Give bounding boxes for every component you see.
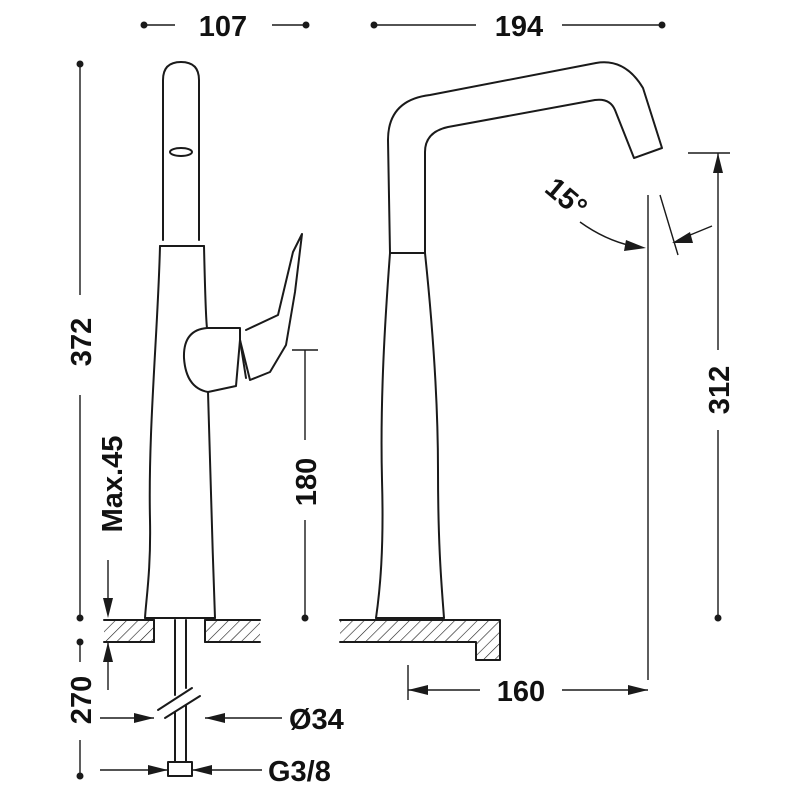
dim-max45-label: Max.45 — [97, 436, 129, 533]
dim-372: 372 — [66, 60, 98, 622]
dim-160: 160 — [407, 665, 648, 708]
dim-180-label: 180 — [291, 458, 323, 506]
dim-g38: G3/8 — [100, 756, 331, 788]
dim-194: 194 — [370, 11, 666, 43]
angle-15: 15° — [539, 172, 713, 680]
dim-372-label: 372 — [66, 318, 98, 366]
dim-107-label: 107 — [199, 11, 247, 43]
faucet-side-view — [144, 61, 303, 619]
dim-194-label: 194 — [495, 11, 543, 43]
supply-hose — [157, 619, 201, 777]
dim-312-label: 312 — [704, 366, 736, 414]
faucet-front-view — [375, 61, 663, 619]
dim-270-label: 270 — [66, 676, 98, 724]
angle-15-label: 15° — [539, 172, 593, 225]
dim-diameter34-label: Ø34 — [289, 704, 344, 736]
countertop-right — [339, 617, 501, 661]
dim-312: 312 — [688, 152, 736, 622]
dim-g38-label: G3/8 — [268, 756, 331, 788]
dim-107: 107 — [140, 11, 310, 43]
dim-diameter34: Ø34 — [100, 704, 344, 736]
dim-180: 180 — [291, 349, 323, 622]
countertop-left — [103, 617, 261, 643]
dim-max45: Max.45 — [97, 436, 129, 690]
dim-270: 270 — [66, 638, 98, 780]
dim-160-label: 160 — [497, 676, 545, 708]
